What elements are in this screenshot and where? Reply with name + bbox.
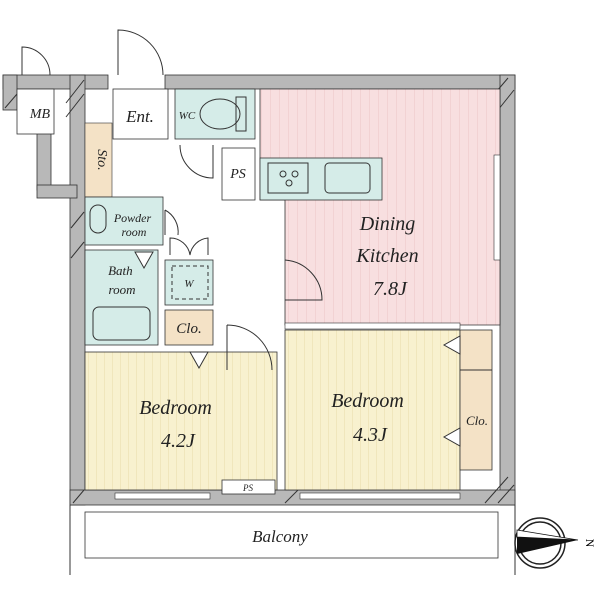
storage-label: Sto. [94, 149, 109, 170]
bedroom-right-window [299, 492, 461, 500]
dk-window [493, 154, 501, 261]
dk-door[interactable] [284, 259, 323, 301]
closet-left [164, 309, 214, 346]
dining-kitchen-label: Dining Kitchen 7.8J [355, 213, 423, 300]
bath-room [84, 249, 159, 346]
pipe-space-top [221, 147, 256, 201]
compass-icon [514, 517, 579, 569]
storage [84, 122, 113, 198]
sliding-door[interactable] [284, 322, 461, 330]
ps-bottom-label: PS [242, 483, 253, 493]
wc-label: WC [179, 110, 196, 122]
bedroom-left-door[interactable] [226, 324, 273, 371]
washer-space [164, 259, 214, 306]
balcony [84, 511, 499, 559]
closet-right [459, 329, 493, 471]
mb-room [16, 88, 55, 135]
pipe-space-bottom [221, 479, 276, 495]
washer-doors[interactable] [169, 237, 209, 256]
closet-left-label: Clo. [176, 321, 201, 337]
powder-room-label: Powder room [113, 211, 154, 239]
washbasin-icon [89, 204, 107, 234]
stove-icon [267, 162, 309, 194]
closet-right-label: Clo. [466, 413, 488, 428]
wc-door[interactable] [179, 144, 214, 179]
bath-room-label: Bath room [108, 263, 136, 297]
bathtub-icon [92, 306, 151, 341]
bedroom-right-label: Bedroom 4.3J [331, 390, 409, 446]
bedroom-right [284, 329, 461, 491]
ps-top-label: PS [229, 167, 246, 182]
compass-north-label: N [583, 539, 597, 548]
kitchen-counter [259, 157, 383, 201]
toilet-icon [199, 96, 247, 132]
entrance [112, 88, 169, 140]
bedroom-left-window [114, 492, 211, 500]
balcony-label: Balcony [252, 527, 308, 546]
bath-door-marker [134, 251, 154, 270]
entrance-door[interactable] [117, 29, 164, 76]
mb-label: MB [29, 107, 51, 122]
mb-door[interactable] [21, 46, 51, 76]
closet-right-door-markers [442, 335, 461, 447]
bedroom-left [84, 351, 278, 491]
washer-pan [171, 265, 209, 300]
closet-door-marker [189, 351, 209, 370]
sink-icon [324, 162, 371, 194]
entrance-label: Ent. [125, 107, 154, 126]
washer-label: W [184, 278, 194, 290]
powder-door[interactable] [164, 209, 179, 236]
bedroom-left-label: Bedroom 4.2J [139, 397, 217, 452]
